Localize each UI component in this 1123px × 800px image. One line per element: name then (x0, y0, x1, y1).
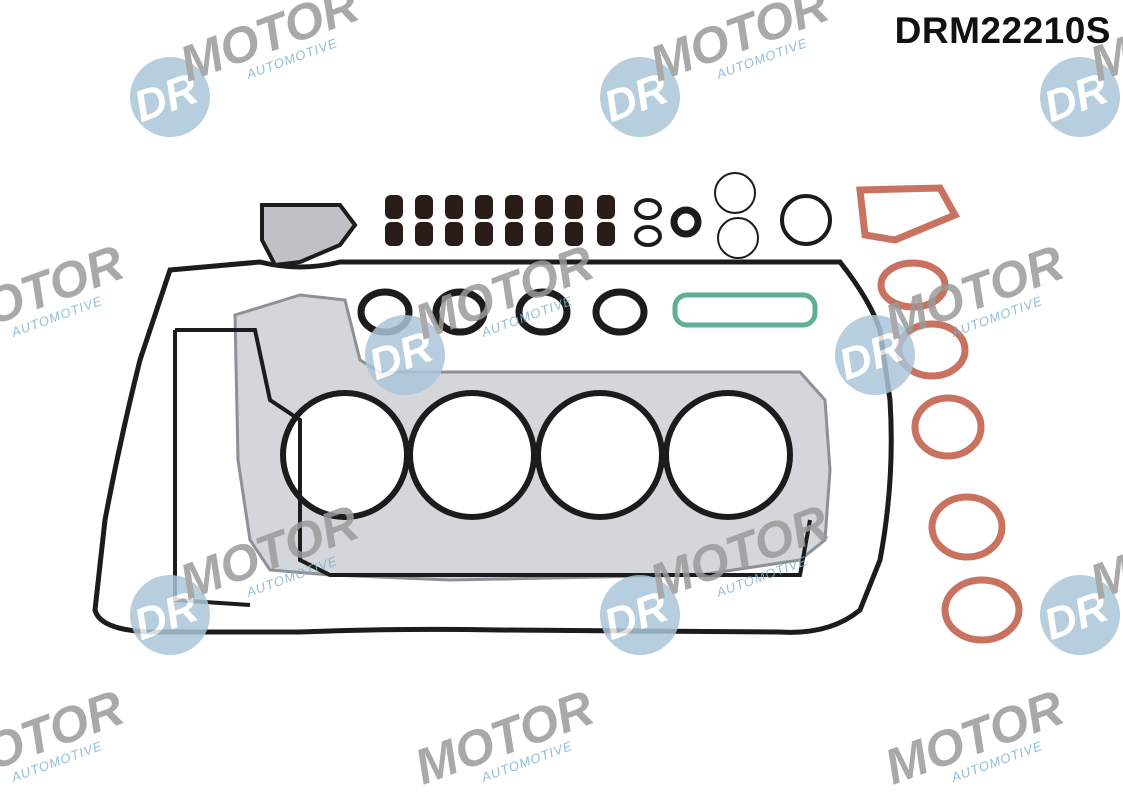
pump-gasket (260, 203, 358, 268)
green-gasket (672, 292, 818, 328)
watermark-logo: DR MOTOR AUTOMOTIVE (128, 0, 366, 137)
product-code: DRM22210S (894, 10, 1111, 51)
o-rings (634, 172, 832, 259)
valve-cover-gasket (92, 259, 894, 635)
cylinder-bores (280, 390, 793, 520)
